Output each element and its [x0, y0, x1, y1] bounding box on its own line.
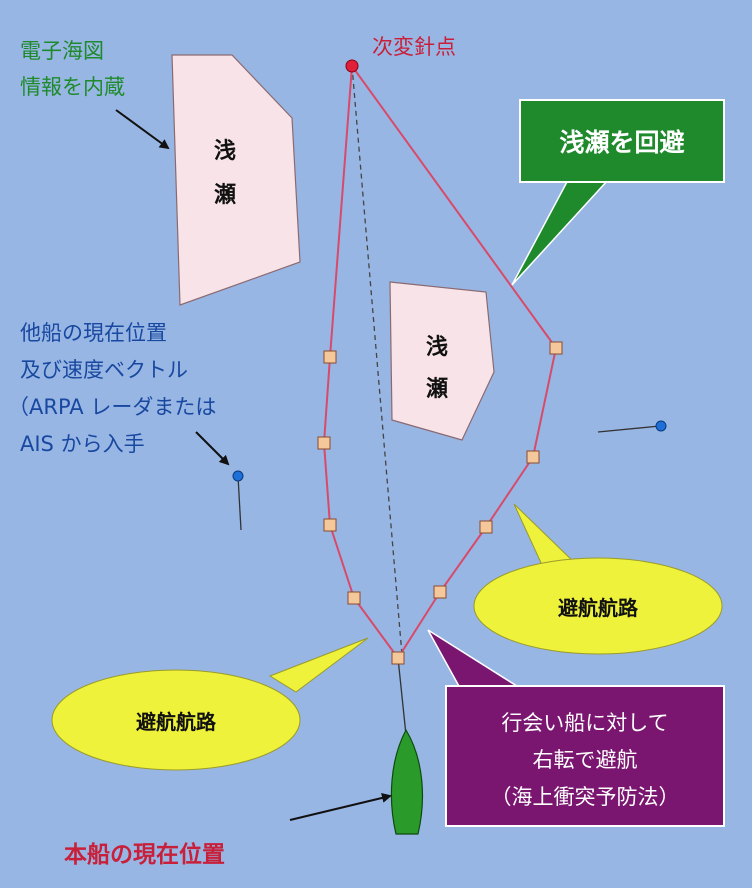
avoid-shoal-label: 浅瀬を回避 [559, 128, 684, 157]
own-ship-position-label: 本船の現在位置 [64, 841, 225, 868]
give-way-line2: 右転で避航 [533, 748, 638, 772]
avoidance-route-label-right: 避航航路 [558, 596, 639, 620]
other-ship-pointer-arrow [195, 431, 230, 466]
other-ship-marker [232, 470, 244, 482]
next-waypoint-marker [345, 59, 359, 73]
other-ship-marker [655, 420, 667, 432]
waypoint-marker [526, 450, 540, 464]
ecdis-label-line2: 情報を内蔵 [20, 75, 125, 99]
other-ship-label-line3: （ARPA レーダまたは [8, 395, 216, 419]
waypoint-marker [391, 651, 405, 665]
other-ship-label-line4: AIS から入手 [20, 432, 145, 456]
avoid-shoal-callout [519, 99, 725, 183]
avoidance-route-callout-left [51, 669, 301, 771]
shoal-lower-char2: 瀬 [426, 377, 448, 402]
waypoint-marker [433, 585, 447, 599]
shoal-upper-char1: 浅 [214, 139, 236, 164]
avoidance-route-callout-left-tail [268, 637, 369, 693]
own-ship-icon [390, 728, 424, 835]
avoidance-route-left [322, 65, 399, 659]
give-way-callout [445, 685, 725, 827]
next-waypoint-label: 次変針点 [372, 35, 456, 59]
waypoint-marker [317, 436, 331, 450]
other-ship-label-line2: 及び速度ベクトル [20, 358, 188, 382]
ecdis-pointer-arrow [115, 109, 170, 150]
other-ship-vector [597, 425, 661, 433]
shoal-area-lower [389, 281, 495, 441]
other-ship-vector [237, 475, 242, 531]
avoidance-route-callout-right [473, 557, 723, 655]
waypoint-marker [479, 520, 493, 534]
own-ship-heading-line [397, 657, 407, 736]
ecdis-label-line1: 電子海図 [20, 39, 104, 63]
own-ship-pointer-arrow [289, 793, 392, 821]
waypoint-marker [549, 341, 563, 355]
shoal-lower-char1: 浅 [426, 335, 448, 360]
other-ship-label-line1: 他船の現在位置 [20, 321, 167, 345]
avoidance-route-label-left: 避航航路 [136, 710, 217, 734]
shoal-area-upper [171, 54, 301, 306]
shoal-upper-char2: 瀬 [214, 183, 236, 208]
give-way-line1: 行会い船に対して [501, 711, 668, 735]
waypoint-marker [347, 591, 361, 605]
waypoint-marker [323, 518, 337, 532]
waypoint-marker [323, 350, 337, 364]
give-way-line3: （海上衝突予防法） [491, 785, 680, 809]
avoidance-route-right [351, 65, 558, 659]
